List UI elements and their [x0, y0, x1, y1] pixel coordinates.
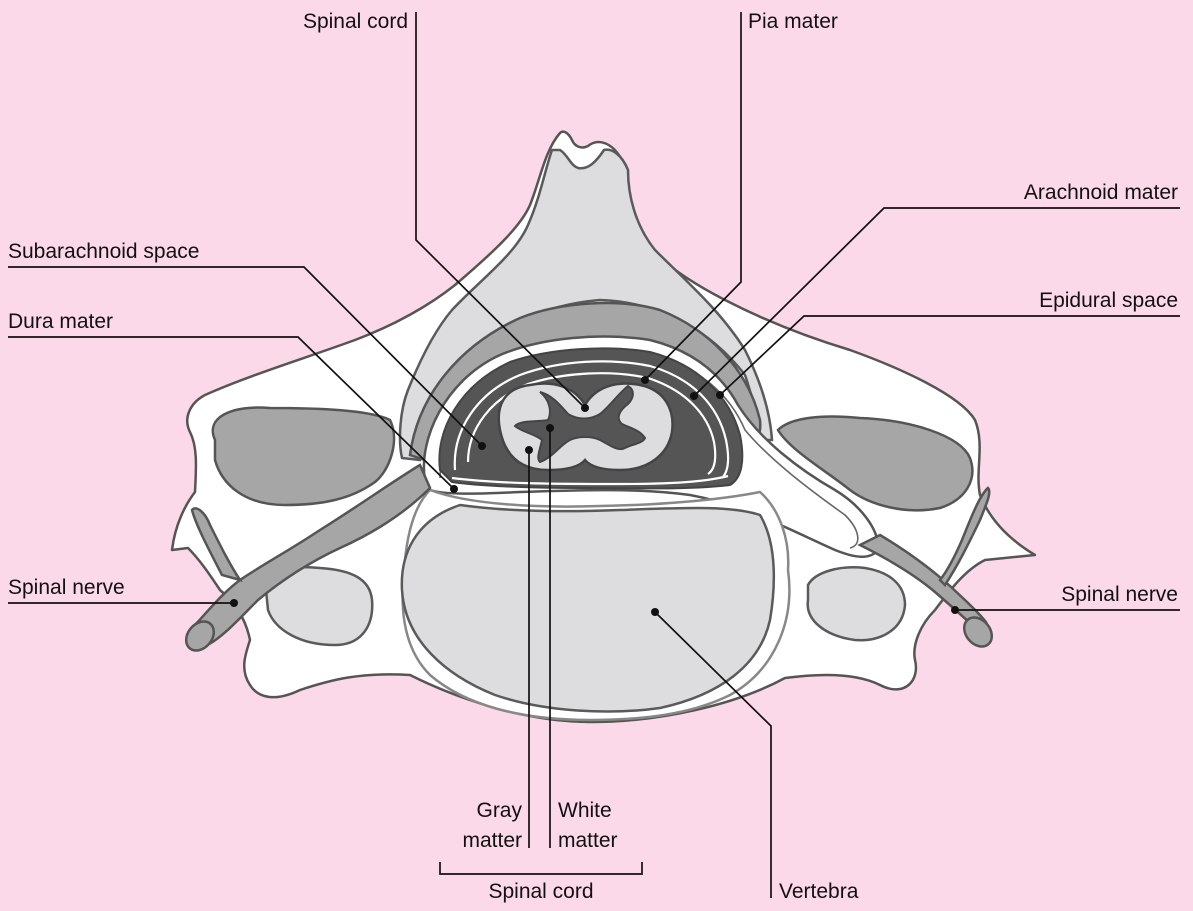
label-arachnoid-mater: Arachnoid mater: [1024, 181, 1178, 204]
label-gray-matter-line2: matter: [462, 829, 522, 852]
label-spinal-cord-bottom: Spinal cord: [488, 880, 593, 903]
label-vertebra: Vertebra: [779, 880, 859, 903]
label-epidural-space: Epidural space: [1039, 289, 1178, 312]
label-dura-mater: Dura mater: [8, 310, 113, 333]
label-white-matter-line1: White: [558, 799, 612, 822]
label-spinal-nerve-right: Spinal nerve: [1061, 583, 1178, 606]
vertebral-body: [402, 490, 790, 720]
label-gray-matter-line1: Gray: [476, 799, 522, 822]
label-subarachnoid-space: Subarachnoid space: [8, 240, 199, 263]
label-white-matter-line2: matter: [558, 829, 618, 852]
label-spinal-cord-top: Spinal cord: [303, 10, 408, 33]
label-spinal-nerve-left: Spinal nerve: [8, 576, 125, 599]
label-pia-mater: Pia mater: [748, 10, 838, 33]
spinal-cord-bracket: [440, 862, 642, 874]
